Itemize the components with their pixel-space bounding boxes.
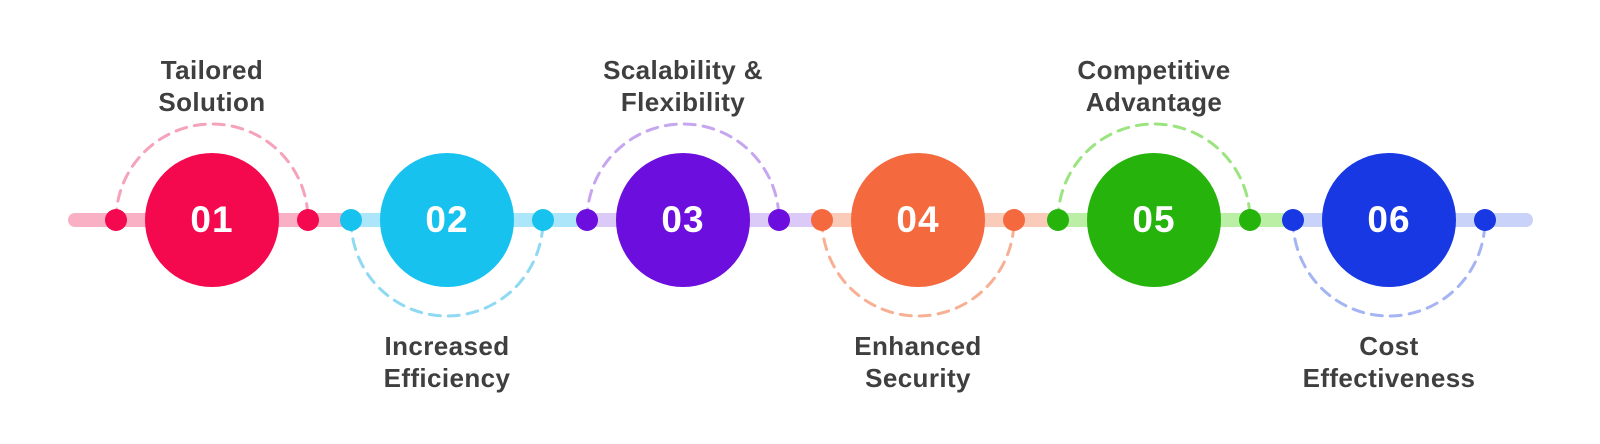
step-06-label-line-1: Cost — [1359, 331, 1419, 361]
step-04-dot-left — [811, 209, 833, 231]
step-01-number: 01 — [190, 199, 234, 240]
step-03-number: 03 — [661, 199, 705, 240]
dashed-arc-step-1 — [114, 122, 310, 222]
step-02-label: Increased Efficiency — [287, 330, 607, 394]
step-04-number: 04 — [896, 199, 940, 240]
step-01-label: Tailored Solution — [52, 54, 372, 118]
step-03-dot-left — [576, 209, 598, 231]
step-05-label: Competitive Advantage — [994, 54, 1314, 118]
step-06-label-line-2: Effectiveness — [1302, 363, 1476, 393]
step-02-number: 02 — [425, 199, 469, 240]
step-05-dot-right — [1239, 209, 1261, 231]
step-02-dot-left — [340, 209, 362, 231]
step-04-circle: 04 — [851, 153, 985, 287]
dashed-arc-step-4 — [820, 218, 1016, 318]
step-04-label-line-1: Enhanced — [854, 331, 982, 361]
step-03-circle: 03 — [616, 153, 750, 287]
step-06-label: Cost Effectiveness — [1229, 330, 1549, 394]
step-03-label-line-1: Scalability & — [603, 55, 763, 85]
step-04-label: Enhanced Security — [758, 330, 1078, 394]
step-01-label-line-2: Solution — [158, 87, 266, 117]
step-01-circle: 01 — [145, 153, 279, 287]
step-05-circle: 05 — [1087, 153, 1221, 287]
step-06-dot-right — [1474, 209, 1496, 231]
step-03-label-line-2: Flexibility — [620, 87, 746, 117]
step-05-label-line-2: Advantage — [1085, 87, 1223, 117]
step-04-label-line-2: Security — [865, 363, 971, 393]
step-05-label-line-1: Competitive — [1077, 55, 1231, 85]
step-06-number: 06 — [1367, 199, 1411, 240]
dashed-arc-step-6 — [1291, 218, 1487, 318]
step-02-dot-right — [532, 209, 554, 231]
dashed-arc-step-3 — [585, 122, 781, 222]
step-05-dot-left — [1047, 209, 1069, 231]
step-03-dot-right — [768, 209, 790, 231]
step-02-label-line-2: Efficiency — [383, 363, 511, 393]
step-01-label-line-1: Tailored — [160, 55, 264, 85]
dashed-arc-step-2 — [349, 218, 545, 318]
step-06-dot-left — [1282, 209, 1304, 231]
step-04-dot-right — [1003, 209, 1025, 231]
step-01-dot-left — [105, 209, 127, 231]
step-05-number: 05 — [1132, 199, 1176, 240]
dashed-arc-step-5 — [1056, 122, 1252, 222]
step-02-label-line-1: Increased — [384, 331, 510, 361]
step-01-dot-right — [297, 209, 319, 231]
step-03-label: Scalability & Flexibility — [523, 54, 843, 118]
step-06-circle: 06 — [1322, 153, 1456, 287]
step-02-circle: 02 — [380, 153, 514, 287]
